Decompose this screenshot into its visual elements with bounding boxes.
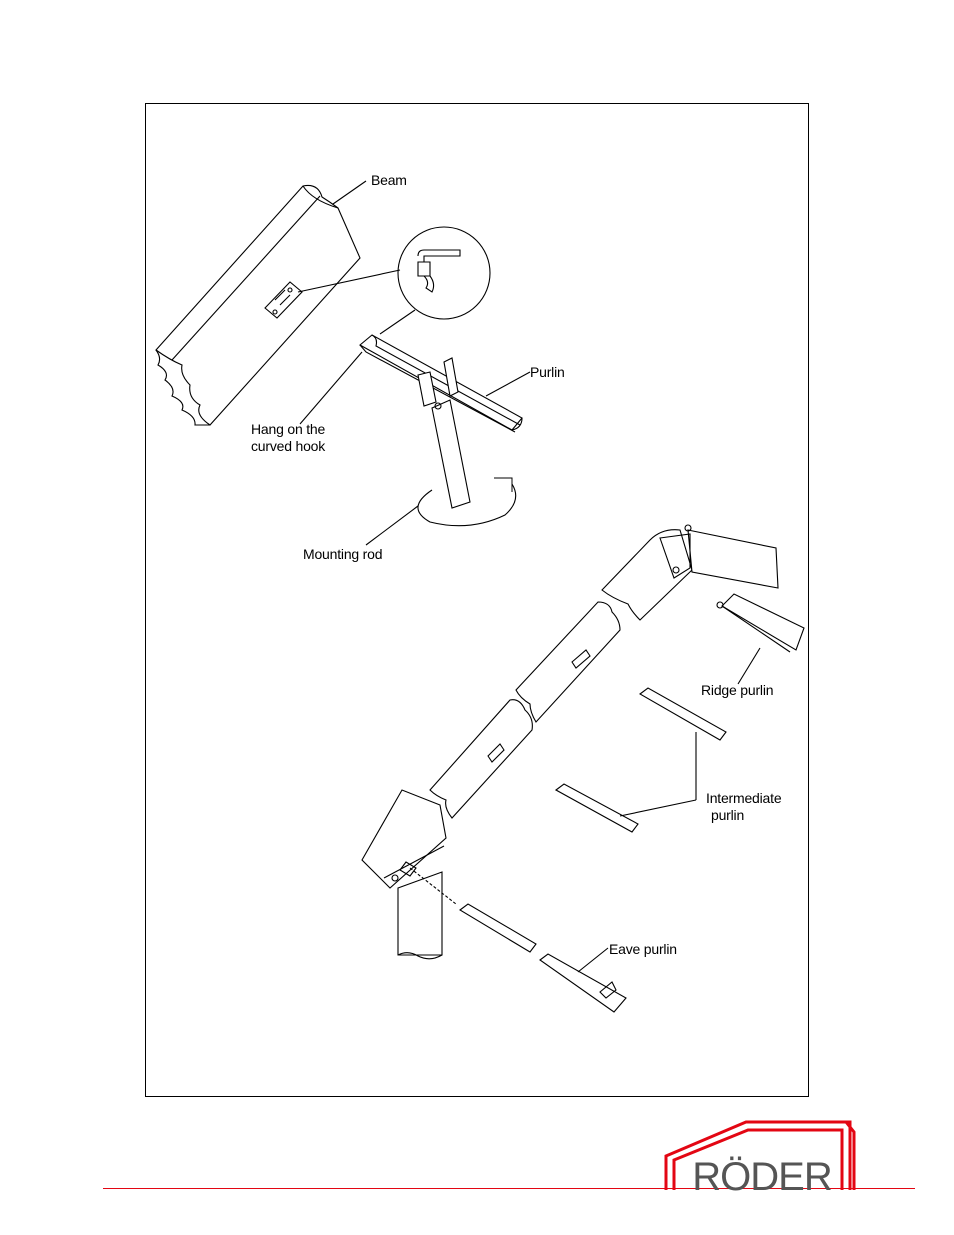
purlin-leader [486,372,530,396]
label-intermediate-line1: Intermediate [706,790,781,807]
logo-text: RÖDER [692,1155,832,1198]
label-hang-line1: Hang on the [251,421,325,438]
label-intermediate-line2: purlin [711,807,744,824]
label-ridge-purlin: Ridge purlin [701,682,773,699]
purlin-on-rod [360,335,522,526]
label-beam: Beam [371,172,407,189]
frame-assembly [362,525,804,1012]
label-eave-purlin: Eave purlin [609,941,677,958]
intermediate-leader-2 [620,800,696,816]
label-mounting-rod: Mounting rod [303,546,382,563]
label-hang-line2: curved hook [251,438,325,455]
beam-leader [333,181,366,204]
ridge-leader [738,648,760,684]
eave-leader [578,948,608,972]
rod-leader [366,506,418,545]
label-purlin: Purlin [530,364,565,381]
roder-logo: RÖDER [662,1118,862,1198]
hang-leader [300,352,362,424]
